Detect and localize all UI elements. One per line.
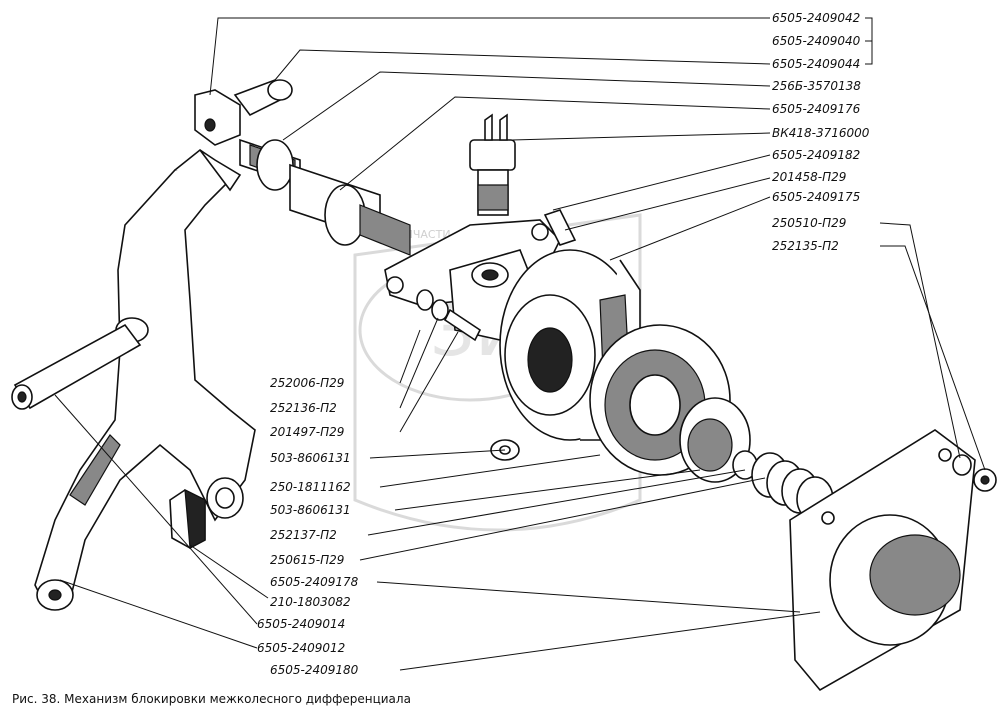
shift-fork [34, 148, 256, 611]
label-503-8606131-b: 503-8606131 [270, 503, 351, 517]
label-256b-3570138: 256Б-3570138 [772, 79, 861, 93]
sensor-switch [469, 113, 516, 216]
label-6505-2409012: 6505-2409012 [257, 641, 345, 655]
label-6505-2409180: 6505-2409180 [270, 663, 359, 677]
actuator-rod [239, 138, 411, 256]
label-250-1811162: 250-1811162 [270, 480, 351, 494]
key-block [169, 488, 206, 549]
label-250510-p29: 250510-П29 [772, 216, 846, 230]
labels-left: 252006-П29 252136-П2 201497-П29 503-8606… [257, 376, 359, 677]
label-6505-2409044: 6505-2409044 [772, 57, 860, 71]
cover-plate [789, 429, 976, 692]
label-503-8606131-a: 503-8606131 [270, 451, 351, 465]
label-210-1803082: 210-1803082 [270, 595, 351, 609]
label-201497-p29: 201497-П29 [270, 425, 344, 439]
labels-right: 6505-2409042 6505-2409040 6505-2409044 2… [772, 11, 870, 253]
label-6505-2409182: 6505-2409182 [772, 148, 860, 162]
label-201458-p29: 201458-П29 [772, 170, 846, 184]
shift-rod [11, 323, 142, 410]
label-6505-2409178: 6505-2409178 [270, 575, 359, 589]
label-6505-2409042: 6505-2409042 [772, 11, 860, 25]
leader-lines [54, 17, 986, 671]
label-vk418-3716000: ВК418-3716000 [772, 126, 870, 140]
label-252137-p2: 252137-П2 [270, 528, 337, 542]
label-6505-2409175: 6505-2409175 [772, 190, 860, 204]
label-6505-2409014: 6505-2409014 [257, 617, 345, 631]
washers-bolt [416, 209, 577, 342]
label-252006-p29: 252006-П29 [270, 376, 344, 390]
fork-head [194, 79, 293, 146]
label-6505-2409040: 6505-2409040 [772, 34, 861, 48]
nut-washers [952, 454, 997, 492]
label-250615-p29: 250615-П29 [270, 553, 344, 567]
piston [679, 397, 758, 483]
label-252136-p2: 252136-П2 [270, 401, 337, 415]
label-6505-2409176: 6505-2409176 [772, 102, 861, 116]
figure-caption: Рис. 38. Механизм блокировки межколесног… [12, 692, 411, 706]
label-252135-p2: 252135-П2 [772, 239, 839, 253]
